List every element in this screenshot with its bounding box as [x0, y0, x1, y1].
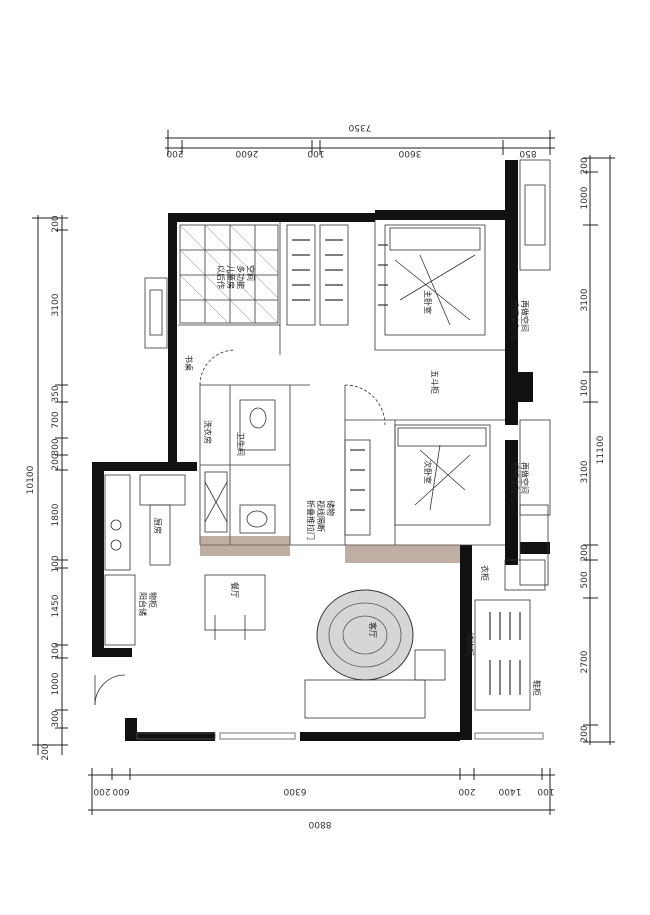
bottom-seg-label: 600 — [112, 786, 129, 796]
right-seg-label: 1000 — [580, 186, 590, 209]
right-seg-label: 2700 — [580, 650, 590, 673]
exterior-walls — [92, 160, 550, 741]
folding-door-label-1: 折叠推拉门 — [306, 500, 316, 540]
balcony-cabinet-label-2: 物柜 — [148, 592, 158, 608]
left-seg-label: 200 — [41, 743, 51, 760]
right-dimension: 11100 200 1000 3100 100 3100 200 500 270… — [580, 155, 615, 745]
five-drawer-label: 五斗柜 — [430, 370, 440, 394]
room-labels: 以后作 儿童房 多功能 空间 书桌 主卧室 根据实际可 再做空间 五斗柜 洗衣房… — [138, 265, 542, 696]
multi-function-grid — [179, 224, 279, 324]
multi-function-label-4: 空间 — [246, 265, 256, 281]
master-note-label-2: 再做空间 — [520, 300, 530, 332]
top-seg-label: 100 — [307, 148, 324, 158]
right-seg-label: 200 — [580, 544, 590, 561]
living-label: 客厅 — [368, 622, 378, 638]
left-seg-label: 200 — [51, 215, 61, 232]
living-furniture — [204, 574, 446, 719]
bottom-total-label: 8800 — [308, 819, 331, 829]
right-seg-label: 200 — [580, 157, 590, 174]
left-dimension: 10100 200 3100 350 700 300 200 1800 100 … — [26, 215, 68, 761]
master-note-label-1: 根据实际可 — [510, 300, 520, 340]
left-seg-label: 100 — [51, 555, 61, 572]
right-seg-label: 100 — [580, 379, 590, 396]
left-seg-label: 1800 — [51, 503, 61, 526]
right-seg-label: 500 — [580, 571, 590, 588]
left-seg-label: 700 — [51, 411, 61, 428]
top-seg-label: 2600 — [235, 148, 258, 158]
dining-label: 餐厅 — [230, 582, 239, 598]
balcony-cabinet-label-1: 阳台储 — [138, 592, 148, 616]
right-seg-label: 200 — [580, 725, 590, 742]
multi-function-label-3: 多功能 — [236, 265, 246, 289]
left-seg-label: 200 — [51, 453, 61, 470]
left-seg-label: 1450 — [51, 594, 61, 617]
windows — [144, 159, 551, 591]
top-seg-label: 200 — [166, 148, 183, 158]
left-seg-label: 350 — [51, 385, 61, 402]
beds — [384, 224, 491, 526]
bottom-dimension: 8800 200 600 6300 200 1400 100 — [88, 768, 555, 829]
folding-door-label-3: 储物 — [326, 500, 336, 516]
top-dimension: 7350 200 2600 100 3600 850 — [165, 122, 555, 158]
bottom-seg-label: 200 — [93, 786, 110, 796]
left-total-label: 10100 — [26, 465, 36, 494]
left-seg-label: 300 — [51, 438, 61, 455]
bottom-seg-label: 100 — [537, 786, 554, 796]
fixtures — [104, 399, 276, 646]
right-total-label: 11100 — [596, 435, 606, 464]
left-seg-label: 3100 — [51, 293, 61, 316]
bathroom-label: 卫生间 — [236, 432, 246, 456]
left-seg-label: 300 — [51, 710, 61, 727]
second-note-label-2: 再做空间 — [520, 462, 530, 494]
doors — [94, 349, 386, 706]
second-bedroom-label: 次卧室 — [423, 460, 433, 484]
study-desk-label: 书桌 — [184, 355, 194, 371]
top-seg-label: 850 — [519, 148, 536, 158]
left-seg-label: 1000 — [51, 672, 61, 695]
bottom-seg-label: 6300 — [283, 786, 306, 796]
closet-label: 衣柜 — [480, 565, 490, 581]
interior-walls — [136, 220, 544, 740]
second-note-label-1: 根据实际可 — [510, 462, 520, 502]
right-seg-label: 3100 — [580, 288, 590, 311]
kitchen-label: 厨房 — [153, 518, 163, 534]
left-seg-label: 100 — [51, 642, 61, 659]
multi-function-label-1: 以后作 — [216, 265, 226, 289]
storage-label: 储物柜 — [465, 632, 475, 656]
top-seg-label: 3600 — [398, 148, 421, 158]
bottom-seg-label: 1400 — [498, 786, 521, 796]
multi-function-label-2: 儿童房 — [226, 265, 236, 289]
top-total-label: 7350 — [348, 122, 371, 132]
laundry-label: 洗衣房 — [203, 420, 213, 444]
folding-door-label-2: 视线隔断 — [316, 500, 326, 532]
bottom-seg-label: 200 — [458, 786, 475, 796]
wardrobes — [286, 224, 531, 711]
right-seg-label: 3100 — [580, 460, 590, 483]
entry-cabinet-label: 鞋柜 — [532, 680, 542, 696]
master-bedroom-label: 主卧室 — [423, 290, 433, 314]
